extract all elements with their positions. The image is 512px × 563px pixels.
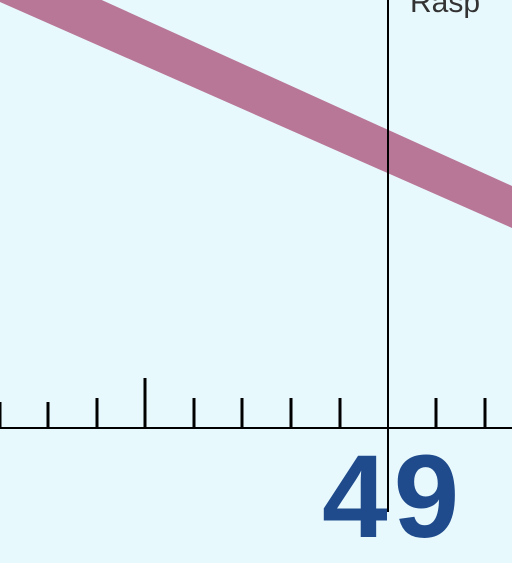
axis-number-label: 49 xyxy=(322,431,466,563)
number-line-diagram xyxy=(0,0,512,512)
sloped-band xyxy=(0,0,512,228)
top-right-label: Rasp xyxy=(410,0,481,19)
tick-marks xyxy=(0,378,487,428)
